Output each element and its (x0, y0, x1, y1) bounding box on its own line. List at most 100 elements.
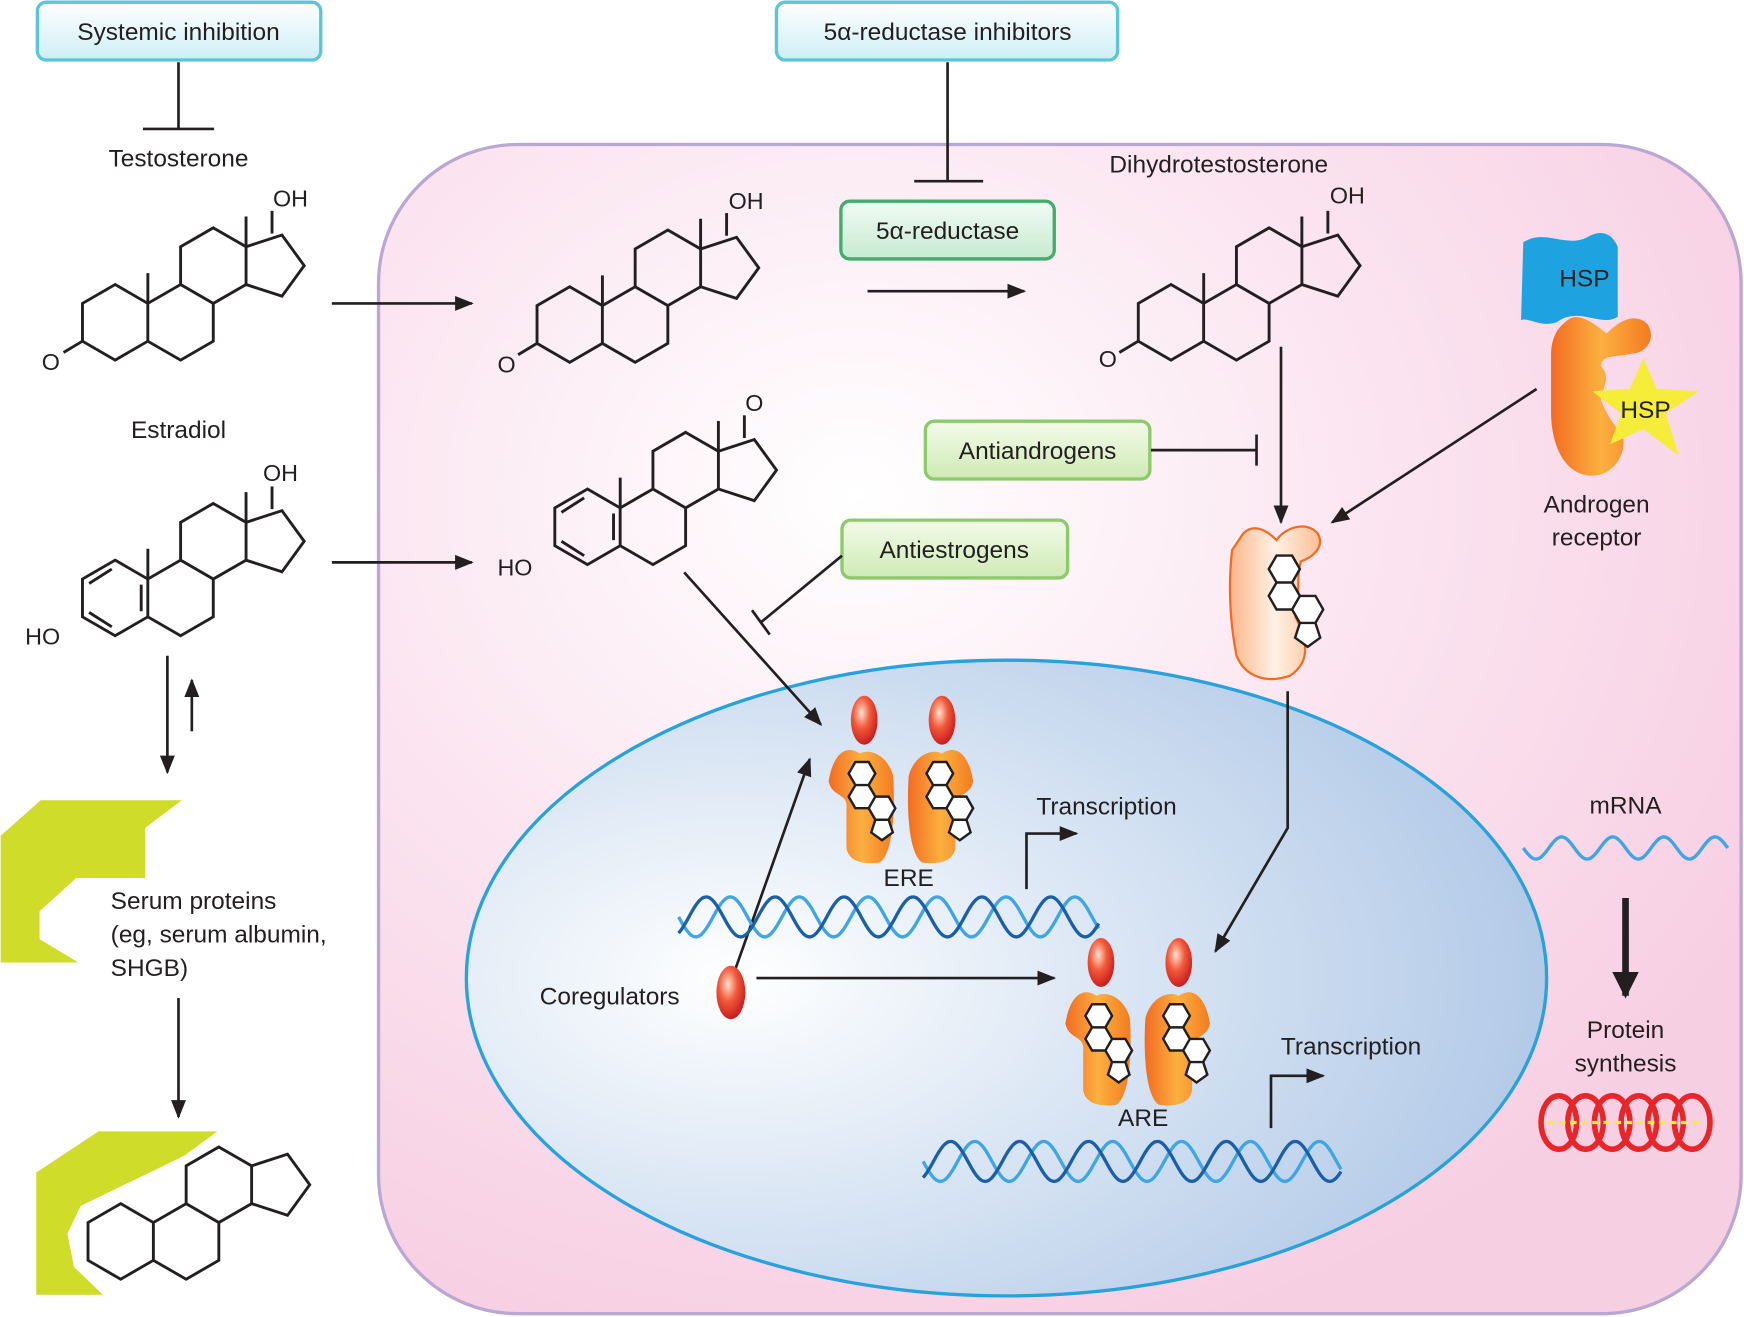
systemic-inhibition-box: Systemic inhibition (35, 0, 323, 62)
dht-o-label: O (1099, 346, 1117, 372)
androgen-receptor-label-1: Androgen (1544, 491, 1650, 518)
dihydrotestosterone-structure-ketone-bond (1118, 339, 1139, 354)
estrone-structure-methyl-groups (618, 420, 720, 508)
estradiol-structure-aromatic-bonds (88, 567, 143, 629)
hsp-star-shape (1592, 357, 1699, 456)
chemical-labels: OH O OH HO OH O O HO OH O (25, 182, 1365, 649)
testosterone-label: Testosterone (109, 146, 249, 173)
are-dimer-right-ligand (1161, 1003, 1212, 1085)
estradiol-label: Estradiol (131, 417, 226, 444)
coregulators-label: Coregulators (540, 984, 680, 1011)
bound-steroid-structure (86, 1145, 312, 1281)
serum-proteins-label-3: SHGB) (111, 955, 188, 982)
antiandrogen-inhibition-line (1150, 434, 1258, 466)
estradiol-structure (81, 486, 306, 638)
reductase-box: 5α-reductase (839, 199, 1056, 261)
steroid-structures (62, 210, 1362, 1281)
ere-dimer-left-ligand (847, 760, 897, 842)
inhibition-lines (142, 62, 1258, 636)
receptor-release-arrow (1330, 387, 1538, 524)
testosterone-structure-rings (81, 226, 306, 362)
are-dimer (1065, 938, 1212, 1106)
are-transcription-arrow (1269, 1068, 1326, 1129)
androgen-receptor-label-2: receptor (1552, 525, 1642, 552)
ere-dimer-left-coregulator (850, 695, 878, 745)
systemic-inhibition-line (142, 62, 215, 131)
protein-synthesis-label-2: synthesis (1575, 1050, 1677, 1077)
estradiol-oh-label: OH (263, 460, 298, 486)
reductase-inhibitors-box: 5α-reductase inhibitors (774, 0, 1120, 62)
mrna-strand (1521, 835, 1730, 861)
testosterone-structure (62, 210, 306, 362)
ere-dimer-right-ligand (925, 760, 975, 842)
testosterone-cell-oh-label: OH (729, 188, 764, 214)
dihydrotestosterone-label: Dihydrotestosterone (1109, 151, 1328, 178)
ere-transcription-label: Transcription (1036, 794, 1176, 821)
testosterone-intracellular-structure-methyl-groups (600, 218, 703, 306)
estradiol-structure-rings (81, 501, 306, 638)
estrone-to-ere-arrow (683, 571, 823, 727)
ere-dimer-right-coregulator (928, 695, 956, 745)
coregulator (716, 965, 746, 1020)
are-dimer-left-coregulator (1087, 938, 1115, 987)
bound-steroid-structure-rings (86, 1145, 312, 1281)
estrone-structure-rings (553, 430, 779, 567)
ere-dimer-right-ligand-rings (925, 760, 975, 842)
dht-oh-label: OH (1330, 182, 1365, 208)
antiestrogens-box: Antiestrogens (840, 518, 1070, 580)
arrows (159, 283, 1639, 1129)
reductase-label: 5α-reductase (876, 218, 1019, 245)
dihydrotestosterone-structure-methyl-groups (1202, 216, 1304, 304)
are-transcription-label: Transcription (1281, 1034, 1421, 1061)
hsp-top-label: HSP (1559, 266, 1609, 293)
receptor-bound-dht-rings (1267, 554, 1325, 649)
serum-proteins-label-1: Serum proteins (111, 888, 277, 915)
testosterone-oh-label: OH (273, 186, 308, 212)
coregulator-to-ere-arrow (732, 757, 812, 973)
testosterone-structure-methyl-groups (146, 216, 248, 304)
reductase-inhibition-line (914, 62, 984, 183)
labels: Testosterone Estradiol Dihydrotestostero… (109, 146, 1677, 1132)
estradiol-structure-methyl-groups (146, 492, 248, 580)
testosterone-intracellular-structure-rings (535, 228, 761, 364)
estrone-structure (553, 415, 779, 567)
systemic-inhibition-label: Systemic inhibition (77, 19, 279, 46)
estrone-o-label: O (745, 390, 763, 416)
are-dna-strand-2 (921, 1139, 1343, 1184)
are-dna-strand-1 (921, 1139, 1343, 1184)
antiandrogens-label: Antiandrogens (959, 438, 1117, 465)
androgen-receptor-hsp-complex: HSP HSP (1521, 232, 1699, 476)
are-dimer-left-ligand-rings (1083, 1003, 1134, 1085)
mrna-label: mRNA (1590, 793, 1663, 820)
protein-helix (1538, 1093, 1713, 1152)
bound-serum-protein-shape (36, 1131, 218, 1295)
estradiol-ho-label: HO (25, 624, 60, 650)
ere-transcription-arrow (1025, 826, 1079, 890)
testosterone-intracellular-structure (517, 213, 761, 364)
antiandrogens-box: Antiandrogens (923, 419, 1152, 481)
testosterone-intracellular-structure-ketone-bond (517, 342, 538, 356)
testosterone-o-label: O (42, 349, 60, 375)
ere-dimer (828, 695, 975, 864)
ere-dimer-left-ligand-rings (847, 760, 897, 842)
serum-protein-shape (0, 800, 182, 963)
estrone-structure-aromatic-bonds (560, 496, 615, 557)
antiestrogen-inhibition-line (750, 554, 843, 636)
receptor-bound-dht (1267, 554, 1325, 649)
hsp-star-label: HSP (1620, 397, 1670, 424)
are-label: ARE (1118, 1105, 1168, 1132)
receptor-to-are-arrow (1214, 691, 1289, 953)
dna-strands (677, 835, 1730, 1184)
hsp-blue-shape (1521, 232, 1618, 324)
ere-dna-strand-2 (677, 895, 1101, 939)
estrone-ho-label: HO (497, 555, 532, 581)
testosterone-cell-o-label: O (497, 351, 515, 377)
receptor-dimers (828, 554, 1325, 1106)
are-dimer-right-ligand-rings (1161, 1003, 1212, 1085)
dihydrotestosterone-structure (1118, 210, 1362, 362)
dihydrotestosterone-structure-rings (1136, 226, 1362, 362)
serum-proteins-label-2: (eg, serum albumin, (111, 921, 327, 948)
are-dimer-right-coregulator (1165, 938, 1193, 987)
